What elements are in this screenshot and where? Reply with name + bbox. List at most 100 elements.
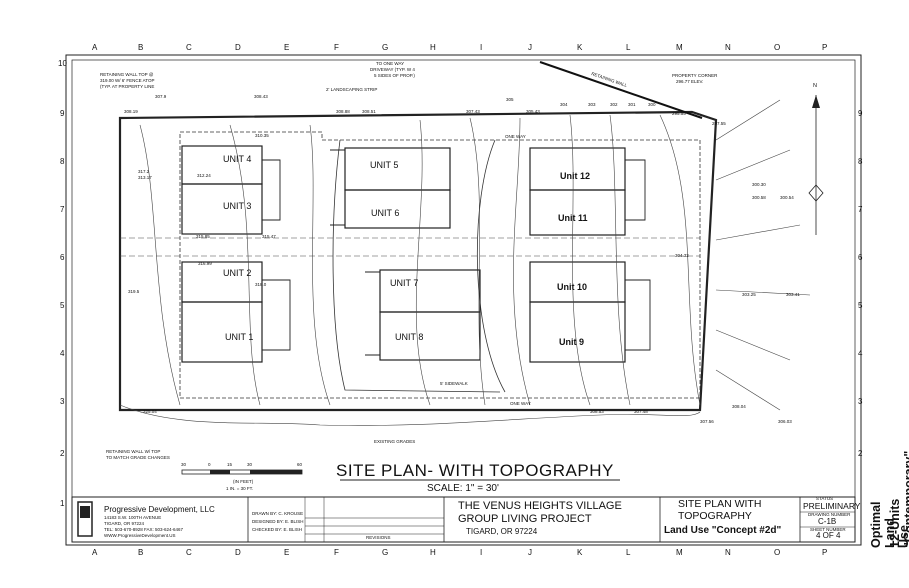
unit-label: UNIT 2	[223, 268, 252, 278]
grid-letter-bottom: M	[676, 548, 683, 557]
grid-letter-bottom: P	[822, 548, 828, 557]
grid-letter-top: M	[676, 43, 683, 52]
driveway-note: TO ONE WAY	[376, 61, 405, 66]
elevation-label: 303.41	[786, 292, 800, 297]
grid-number-right: 3	[858, 397, 863, 406]
sheet-number-label: SHEET NUMBER	[810, 527, 846, 532]
grid-number-left: 5	[60, 301, 65, 310]
scale-caption: 1 IN. = 30 FT.	[226, 486, 254, 491]
elevation-label: 318.0	[255, 282, 267, 287]
scale-tick: 30	[247, 462, 253, 467]
retaining-wall-note: 319.00 W/ 6' FENCE ATOP	[100, 78, 155, 83]
grid-letter-bottom: G	[382, 548, 389, 557]
grid-letter-bottom: H	[430, 548, 436, 557]
elevation-label: 312.24	[197, 173, 211, 178]
grid-number-left: 6	[60, 253, 65, 262]
grid-letter-bottom: D	[235, 548, 241, 557]
landscape-note: 2' LANDSCAPING STRIP	[326, 87, 378, 92]
elevation-label: 313.17	[138, 175, 152, 180]
retaining-wall-note: TO MATCH GRADE CHANGES	[106, 455, 170, 460]
project-name: THE VENUS HEIGHTS VILLAGE	[458, 500, 622, 512]
grid-letter-bottom: A	[92, 548, 98, 557]
elevation-label: 301	[628, 102, 636, 107]
elevation-label: 300.30	[752, 182, 766, 187]
status-value: PRELIMINARY	[803, 501, 861, 511]
elevation-label: 308.51	[362, 109, 376, 114]
elevation-label: 307.43	[466, 109, 480, 114]
grid-number-right: 2	[858, 449, 863, 458]
grid-letter-top: I	[480, 43, 483, 52]
unit-label: UNIT 6	[371, 208, 400, 218]
elevation-label: 304	[560, 102, 568, 107]
elevation-label: 295.55	[672, 111, 686, 116]
elevation-label: 316.99	[198, 261, 212, 266]
north-label: N	[813, 83, 817, 89]
retaining-wall-note: (TYP. AT PROPERTY LINE	[100, 84, 155, 89]
unit-label: Unit 11	[558, 213, 588, 223]
side-caption: 12-Units "Contemporary" Designed for Mul…	[888, 450, 909, 548]
company-address: 14183 S.W. 100TH AVENUE	[104, 515, 162, 520]
scale-tick: 30	[181, 462, 187, 467]
elevation-label: 308.04	[732, 404, 746, 409]
elevation-label: 305.43	[526, 109, 540, 114]
grid-letter-bottom: N	[725, 548, 731, 557]
unit-label: UNIT 4	[223, 154, 252, 164]
one-way-label: ONE WAY	[505, 134, 526, 139]
project-name: GROUP LIVING PROJECT	[458, 513, 592, 525]
sidewalk-label: 5' SIDEWALK	[440, 381, 468, 386]
grid-number-right: 6	[858, 253, 863, 262]
sheet-number: 4 OF 4	[816, 531, 841, 540]
grid-letter-top: K	[577, 43, 583, 52]
grid-number-left: 2	[60, 449, 65, 458]
elevation-label: 300.54	[780, 195, 794, 200]
elevation-label: 303	[588, 102, 596, 107]
grid-number-left: 4	[60, 349, 65, 358]
unit-label: UNIT 8	[395, 332, 424, 342]
elevation-label: 315.47	[262, 234, 276, 239]
grid-letter-top: O	[774, 43, 781, 52]
scale-tick: 0	[208, 462, 211, 467]
elevation-label: 308.53	[590, 409, 604, 414]
drawing-scale: SCALE: 1" = 30'	[427, 483, 499, 494]
grid-letter-top: C	[186, 43, 192, 52]
revisions-label: REVISIONS	[366, 535, 391, 540]
grid-letter-top: G	[382, 43, 389, 52]
grid-number-right: 7	[858, 205, 863, 214]
scale-caption: (IN FEET)	[233, 479, 254, 484]
grid-number-right: 8	[858, 157, 863, 166]
grid-letter-bottom: K	[577, 548, 583, 557]
grid-letter-top: F	[334, 43, 339, 52]
drawn-by: DRAWN BY: C. KROUSE	[252, 511, 304, 516]
elevation-label: 300	[648, 102, 656, 107]
grid-letter-bottom: O	[774, 548, 781, 557]
grid-letter-bottom: L	[626, 548, 631, 557]
grid-number-left: 8	[60, 157, 65, 166]
grid-letter-top: N	[725, 43, 731, 52]
property-corner-note: 296.77 ELEV.	[676, 79, 704, 84]
retaining-wall-note: RETAINING WALL W/ TOP	[106, 449, 161, 454]
grid-letter-top: D	[235, 43, 241, 52]
sheet-title: TOPOGRAPHY	[678, 510, 752, 522]
grid-letter-bottom: E	[284, 548, 290, 557]
elevation-label: 308.43	[254, 94, 268, 99]
elevation-label: 307.56	[700, 419, 714, 424]
grid-number-left: 1	[60, 499, 65, 508]
grid-letter-top: B	[138, 43, 144, 52]
elevation-label: 319.5	[128, 289, 140, 294]
drawing-number-label: DRAWING NUMBER	[808, 512, 851, 517]
elevation-label: 306.03	[778, 419, 792, 424]
sheet-subtitle: Land Use "Concept #2d"	[664, 525, 782, 536]
unit-label: Unit 10	[557, 282, 588, 292]
retaining-wall-note: RETAINING WALL TOP @	[100, 72, 154, 77]
elevation-label: 310.35	[255, 133, 269, 138]
unit-label: UNIT 1	[225, 332, 254, 342]
property-corner-note: PROPERTY CORNER	[672, 73, 718, 78]
drawing-title: SITE PLAN- WITH TOPOGRAPHY	[336, 461, 614, 480]
elevation-label: 304.32	[675, 253, 689, 258]
elevation-label: 325.04	[143, 409, 157, 414]
grid-letter-top: L	[626, 43, 631, 52]
project-city: TIGARD, OR 97224	[466, 527, 538, 536]
elevation-label: 300.58	[752, 195, 766, 200]
